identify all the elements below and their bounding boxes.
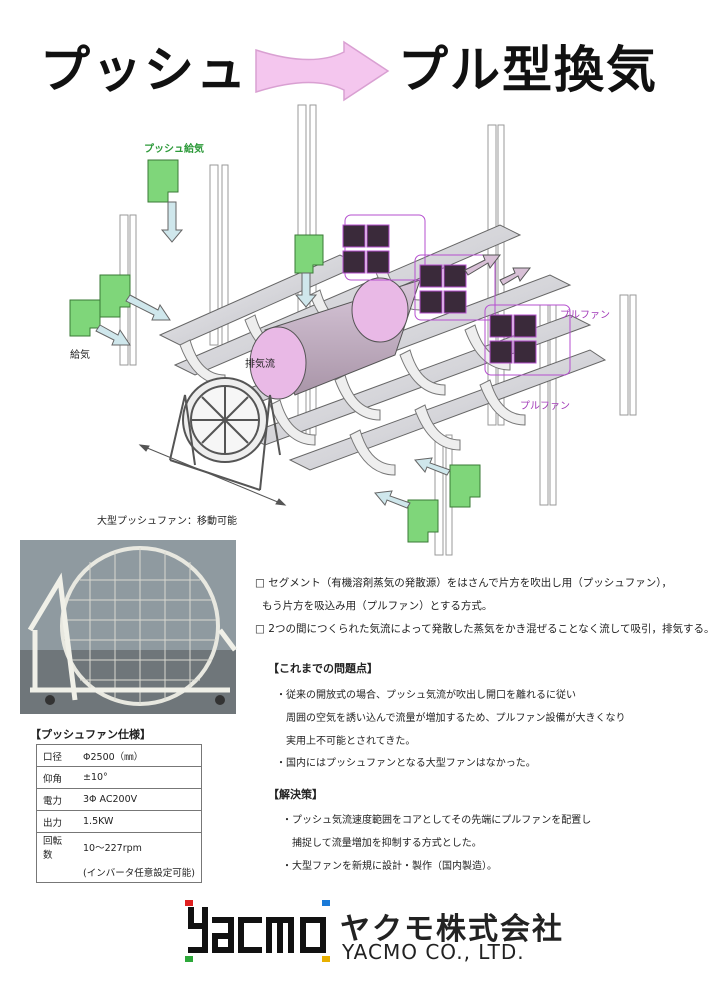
problems-heading: 【これまでの問題点】 [268, 662, 378, 675]
description-line-2: もう片方を吸込み用（プルファン）とする方式。 [262, 600, 493, 612]
spec-key [36, 861, 77, 883]
problems-line-1: ・従来の開放式の場合、プッシュ気流が吹出し開口を離れるに従い [276, 690, 576, 701]
title-right: プル型換気 [398, 41, 658, 99]
problems-line-3: 実用上不可能とされてきた。 [286, 736, 416, 747]
solution-line-2: 捕捉して流量増加を抑制する方式とした。 [292, 838, 482, 849]
spec-key: 口径 [36, 744, 77, 767]
company-name-en: YACMO CO., LTD. [342, 940, 525, 964]
spec-value: (インバータ任意設定可能) [77, 861, 202, 883]
solution-line-1: ・プッシュ気流速度範囲をコアとしてその先端にプルファンを配置し [282, 815, 592, 826]
pull-fan-label-top: プルファン [560, 310, 610, 321]
solution-line-3: ・大型ファンを新規に設計・製作（国内製造）。 [282, 861, 497, 872]
supply-label: 給気 [70, 350, 90, 361]
table-row: 仰角±10° [36, 766, 202, 789]
spec-key: 出力 [36, 810, 77, 833]
solution-heading: 【解決策】 [268, 788, 323, 801]
company-name-jp: ヤクモ株式会社 [340, 912, 564, 947]
spec-heading: 【プッシュファン仕様】 [30, 728, 151, 741]
yacmo-logo [185, 900, 330, 962]
table-row: (インバータ任意設定可能) [36, 861, 202, 883]
spec-key: 仰角 [36, 766, 77, 789]
spec-key: 電力 [36, 788, 77, 811]
push-fan-photo [20, 540, 237, 714]
problems-line-4: ・国内にはプッシュファンとなる大型ファンはなかった。 [276, 758, 536, 769]
spec-value: 1.5KW [77, 810, 202, 833]
title-arrow-icon [255, 40, 390, 102]
spec-value: ±10° [77, 766, 202, 789]
spec-value: 3Φ AC200V [77, 788, 202, 811]
problems-line-2: 周囲の空気を誘い込んで流量が増加するため、プルファン設備が大きくなり [286, 713, 626, 724]
description-line-1: □ セグメント（有機溶剤蒸気の発散源）をはさんで片方を吹出し用（プッシュファン）… [255, 577, 672, 589]
push-supply-label: プッシュ給気 [144, 144, 204, 155]
description-line-3: □ 2つの間につくられた気流によって発散した蒸気をかき混ぜることなく流して吸引，… [255, 623, 714, 635]
spec-value: 10～227rpm [77, 832, 202, 861]
exhaust-flow-label: 排気流 [245, 359, 275, 370]
large-fan-label: 大型プッシュファン：移動可能 [97, 516, 237, 527]
spec-value: Φ2500（㎜） [77, 744, 202, 767]
spec-key: 回転数 [36, 832, 77, 861]
push-pull-diagram [69, 104, 637, 556]
pull-fan-label-bottom: プルファン [520, 401, 570, 412]
title-left: プッシュ [40, 41, 248, 99]
